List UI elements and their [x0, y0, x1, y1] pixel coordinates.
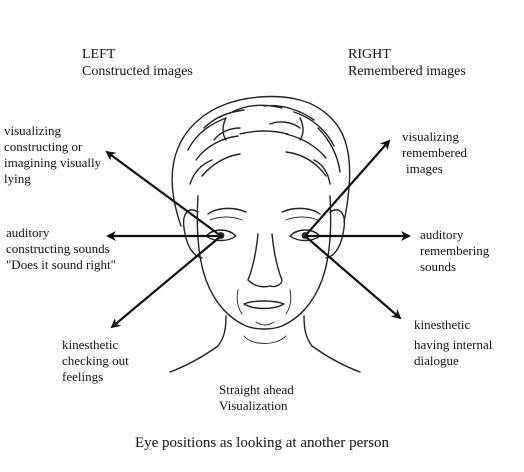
arrow-upper-right — [304, 139, 391, 237]
label-upper-right: visualizing remembered images — [402, 129, 467, 176]
label-straight-ahead: Straight ahead Visualization — [219, 382, 294, 413]
label-upper-left: visualizing constructing or imagining vi… — [4, 123, 102, 186]
right-eyebrow — [281, 207, 321, 215]
right-side-title: RIGHT — [348, 47, 391, 62]
face-illustration — [169, 95, 361, 373]
left-ear — [182, 209, 203, 259]
arrow-upper-left — [105, 150, 222, 237]
arrow-lower-left — [110, 235, 222, 329]
label-middle-right: auditory remembering sounds — [420, 227, 490, 274]
left-header: LEFT Constructed images — [82, 46, 193, 80]
label-lower-right: kinesthetic having internal dialogue — [414, 317, 493, 368]
hair-outline — [171, 95, 351, 227]
face-contour — [196, 195, 332, 330]
right-ear — [325, 209, 346, 259]
label-middle-left: auditory constructing sounds "Does it so… — [6, 225, 116, 272]
mouth — [243, 300, 285, 310]
left-side-title: LEFT — [82, 47, 116, 62]
figure-caption: Eye positions as looking at another pers… — [134, 435, 390, 451]
arrows — [105, 139, 411, 329]
shoulders — [169, 345, 361, 373]
hair-curls — [187, 104, 341, 185]
label-lower-left: kinesthetic checking out feelings — [62, 337, 129, 384]
neck — [217, 315, 313, 347]
right-header: RIGHT Remembered images — [348, 46, 466, 80]
left-side-subtitle: Constructed images — [82, 64, 193, 79]
arrow-lower-right — [304, 235, 402, 320]
right-side-subtitle: Remembered images — [348, 64, 466, 79]
nose — [247, 233, 283, 288]
left-eyebrow — [207, 207, 247, 215]
